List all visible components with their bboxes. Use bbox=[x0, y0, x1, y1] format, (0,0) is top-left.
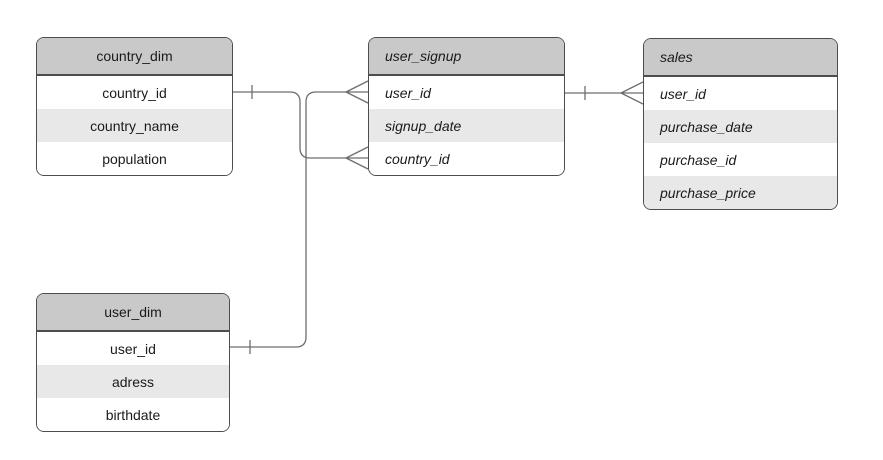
table-title: user_dim bbox=[104, 304, 162, 320]
field-row-country-id[interactable]: country_id bbox=[37, 76, 232, 109]
field-label: country_id bbox=[102, 84, 167, 101]
connector-country-dim-to-user-signup[interactable] bbox=[233, 85, 369, 170]
connector-user-dim-to-user-signup[interactable] bbox=[230, 80, 369, 354]
field-label: country_name bbox=[90, 117, 179, 134]
field-label: purchase_price bbox=[660, 184, 756, 201]
field-label: purchase_date bbox=[660, 118, 753, 135]
table-sales[interactable]: sales user_id purchase_date purchase_id … bbox=[643, 38, 838, 210]
table-user-signup[interactable]: user_signup user_id signup_date country_… bbox=[368, 37, 565, 176]
field-label: adress bbox=[111, 373, 155, 390]
field-label: user_id bbox=[385, 84, 431, 101]
field-row-signup-date[interactable]: signup_date bbox=[369, 109, 564, 142]
field-label: purchase_id bbox=[660, 151, 737, 168]
field-row-adress[interactable]: adress bbox=[37, 365, 229, 398]
connector-user-signup-to-sales[interactable] bbox=[565, 81, 644, 105]
field-label: population bbox=[102, 150, 167, 167]
field-label: user_id bbox=[110, 340, 156, 357]
table-title: sales bbox=[660, 49, 693, 65]
table-title: user_signup bbox=[385, 48, 462, 64]
field-row-user-id[interactable]: user_id bbox=[644, 77, 837, 110]
field-label: user_id bbox=[660, 85, 706, 102]
table-user-signup-header[interactable]: user_signup bbox=[369, 38, 564, 76]
field-row-user-id[interactable]: user_id bbox=[37, 332, 229, 365]
field-label: birthdate bbox=[105, 406, 161, 423]
field-row-birthdate[interactable]: birthdate bbox=[37, 398, 229, 431]
field-row-country-id[interactable]: country_id bbox=[369, 142, 564, 175]
table-user-dim[interactable]: user_dim user_id adress birthdate bbox=[36, 293, 230, 432]
field-label: country_id bbox=[385, 150, 450, 167]
field-row-purchase-date[interactable]: purchase_date bbox=[644, 110, 837, 143]
table-user-dim-header[interactable]: user_dim bbox=[37, 294, 229, 332]
crows-foot-many-icon bbox=[345, 146, 369, 170]
field-row-country-name[interactable]: country_name bbox=[37, 109, 232, 142]
table-country-dim[interactable]: country_dim country_id country_name popu… bbox=[36, 37, 233, 176]
table-country-dim-header[interactable]: country_dim bbox=[37, 38, 232, 76]
table-title: country_dim bbox=[96, 48, 173, 64]
crows-foot-many-icon bbox=[345, 80, 369, 104]
connector-line bbox=[230, 91, 346, 348]
field-row-population[interactable]: population bbox=[37, 142, 232, 175]
field-row-purchase-id[interactable]: purchase_id bbox=[644, 143, 837, 176]
field-row-user-id[interactable]: user_id bbox=[369, 76, 564, 109]
field-row-purchase-price[interactable]: purchase_price bbox=[644, 176, 837, 209]
crows-foot-many-icon bbox=[620, 81, 644, 105]
table-sales-header[interactable]: sales bbox=[644, 39, 837, 77]
field-label: signup_date bbox=[385, 117, 462, 134]
connector-line bbox=[233, 91, 346, 159]
